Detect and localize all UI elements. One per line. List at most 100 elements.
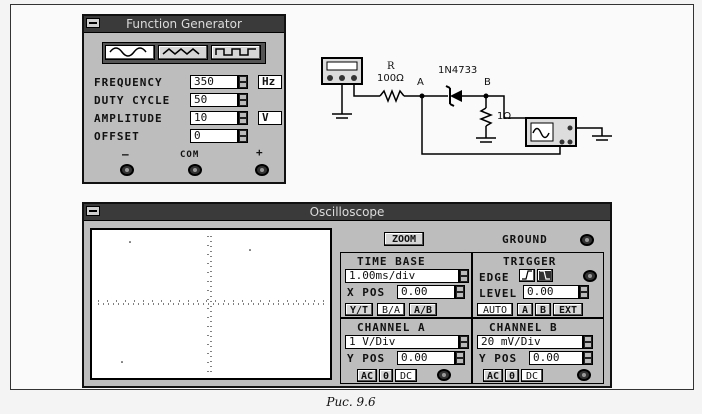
channel-b-ac-button[interactable]: AC	[483, 369, 503, 382]
channel-a-title: CHANNEL A	[357, 321, 426, 334]
amplitude-unit-select[interactable]: V	[258, 111, 282, 125]
oscilloscope-window: Oscilloscope ZOOM GROUND TIME BASE 1.00m…	[82, 202, 612, 388]
channel-a-jack[interactable]	[437, 369, 451, 381]
frequency-spinner[interactable]	[238, 75, 248, 89]
duty-cycle-label: DUTY CYCLE	[94, 94, 171, 107]
time-base-title: TIME BASE	[357, 255, 426, 268]
waveform-selector	[102, 42, 266, 64]
channel-a-panel: CHANNEL A 1 V/Div Y POS 0.00 AC 0 DC	[340, 318, 472, 384]
sine-wave-icon	[109, 47, 147, 57]
edge-label: EDGE	[479, 271, 510, 284]
trigger-ext-button[interactable]: EXT	[553, 303, 583, 316]
frequency-input[interactable]: 350	[190, 75, 238, 89]
scope-graticule	[98, 236, 324, 372]
system-menu-button[interactable]	[86, 18, 100, 28]
oscilloscope-symbol[interactable]	[525, 117, 577, 147]
trigger-auto-button[interactable]: AUTO	[477, 303, 513, 316]
node-a-label: A	[417, 77, 424, 88]
channel-b-ypos-spinner[interactable]	[583, 351, 593, 365]
load-resistor[interactable]	[478, 107, 494, 127]
load-resistor-value: 1Ω	[497, 111, 512, 122]
scope-display	[90, 228, 332, 380]
amplitude-label: AMPLITUDE	[94, 112, 163, 125]
terminal-minus-label: –	[122, 148, 130, 161]
trigger-a-button[interactable]: A	[517, 303, 533, 316]
triangle-wave-button[interactable]	[158, 45, 208, 60]
channel-b-zero-button[interactable]: 0	[505, 369, 519, 382]
node-b-label: B	[484, 77, 491, 88]
ground-label: GROUND	[502, 233, 548, 246]
channel-b-scale-spinner[interactable]	[583, 335, 593, 349]
oscilloscope-titlebar: Oscilloscope	[84, 204, 610, 221]
duty-cycle-spinner[interactable]	[238, 93, 248, 107]
channel-a-zero-button[interactable]: 0	[379, 369, 393, 382]
terminal-plus-jack[interactable]	[255, 164, 269, 176]
x-pos-input[interactable]: 0.00	[397, 285, 455, 299]
trigger-panel: TRIGGER EDGE LEVEL 0.00 AUTO A B EXT	[472, 252, 604, 318]
sine-wave-button[interactable]	[105, 45, 155, 60]
edge-falling-button[interactable]	[537, 269, 553, 282]
channel-b-jack[interactable]	[577, 369, 591, 381]
x-pos-spinner[interactable]	[455, 285, 465, 299]
channel-a-scale-spinner[interactable]	[459, 335, 469, 349]
level-spinner[interactable]	[579, 285, 589, 299]
function-generator-symbol[interactable]	[321, 57, 363, 85]
triangle-wave-icon	[162, 48, 200, 55]
function-generator-titlebar: Function Generator	[84, 16, 284, 33]
resistor-r-value: 100Ω	[377, 73, 404, 84]
channel-a-ac-button[interactable]: AC	[357, 369, 377, 382]
circuit-schematic	[321, 57, 612, 155]
amplitude-input[interactable]: 10	[190, 111, 238, 125]
terminal-com-jack[interactable]	[188, 164, 202, 176]
level-label: LEVEL	[479, 287, 518, 300]
mode-yt-button[interactable]: Y/T	[345, 303, 373, 316]
offset-label: OFFSET	[94, 130, 140, 143]
mode-ba-button[interactable]: B/A	[377, 303, 405, 316]
function-generator-title: Function Generator	[126, 17, 242, 31]
trigger-b-button[interactable]: B	[535, 303, 551, 316]
duty-cycle-input[interactable]: 50	[190, 93, 238, 107]
zener-diode[interactable]	[445, 85, 462, 107]
terminal-minus-jack[interactable]	[120, 164, 134, 176]
zoom-button[interactable]: ZOOM	[384, 232, 424, 246]
channel-a-dc-button[interactable]: DC	[395, 369, 417, 382]
terminal-com-label: COM	[180, 150, 200, 160]
function-generator-window: Function Generator FREQUENCY 350 Hz DUTY…	[82, 14, 286, 184]
resistor-r-name: R	[387, 61, 395, 72]
amplitude-spinner[interactable]	[238, 111, 248, 125]
ground-jack[interactable]	[580, 234, 594, 246]
mode-ab-button[interactable]: A/B	[409, 303, 437, 316]
channel-b-scale-input[interactable]: 20 mV/Div	[477, 335, 583, 349]
square-wave-icon	[215, 48, 256, 56]
channel-b-panel: CHANNEL B 20 mV/Div Y POS 0.00 AC 0 DC	[472, 318, 604, 384]
falling-edge-icon	[540, 270, 550, 280]
offset-input[interactable]: 0	[190, 129, 238, 143]
resistor-r[interactable]	[379, 88, 405, 104]
channel-b-dc-button[interactable]: DC	[521, 369, 543, 382]
frequency-label: FREQUENCY	[94, 76, 163, 89]
time-base-spinner[interactable]	[459, 269, 469, 283]
trigger-title: TRIGGER	[503, 255, 557, 268]
trigger-jack[interactable]	[583, 270, 597, 282]
diode-name-label: 1N4733	[438, 65, 478, 76]
system-menu-button[interactable]	[86, 206, 100, 216]
square-wave-button[interactable]	[211, 45, 261, 60]
level-input[interactable]: 0.00	[523, 285, 579, 299]
time-base-panel: TIME BASE 1.00ms/div X POS 0.00 Y/T B/A …	[340, 252, 472, 318]
x-pos-label: X POS	[347, 286, 386, 299]
channel-b-title: CHANNEL B	[489, 321, 558, 334]
time-base-input[interactable]: 1.00ms/div	[345, 269, 459, 283]
channel-a-ypos-input[interactable]: 0.00	[397, 351, 455, 365]
frequency-unit-select[interactable]: Hz	[258, 75, 282, 89]
channel-b-ypos-input[interactable]: 0.00	[529, 351, 583, 365]
figure-caption: Рис. 9.6	[326, 395, 376, 409]
oscilloscope-title: Oscilloscope	[309, 205, 385, 219]
edge-rising-button[interactable]	[519, 269, 535, 282]
terminal-plus-label: +	[256, 146, 264, 159]
channel-a-ypos-label: Y POS	[347, 352, 386, 365]
channel-b-ypos-label: Y POS	[479, 352, 518, 365]
rising-edge-icon	[522, 270, 532, 280]
channel-a-scale-input[interactable]: 1 V/Div	[345, 335, 459, 349]
offset-spinner[interactable]	[238, 129, 248, 143]
channel-a-ypos-spinner[interactable]	[455, 351, 465, 365]
